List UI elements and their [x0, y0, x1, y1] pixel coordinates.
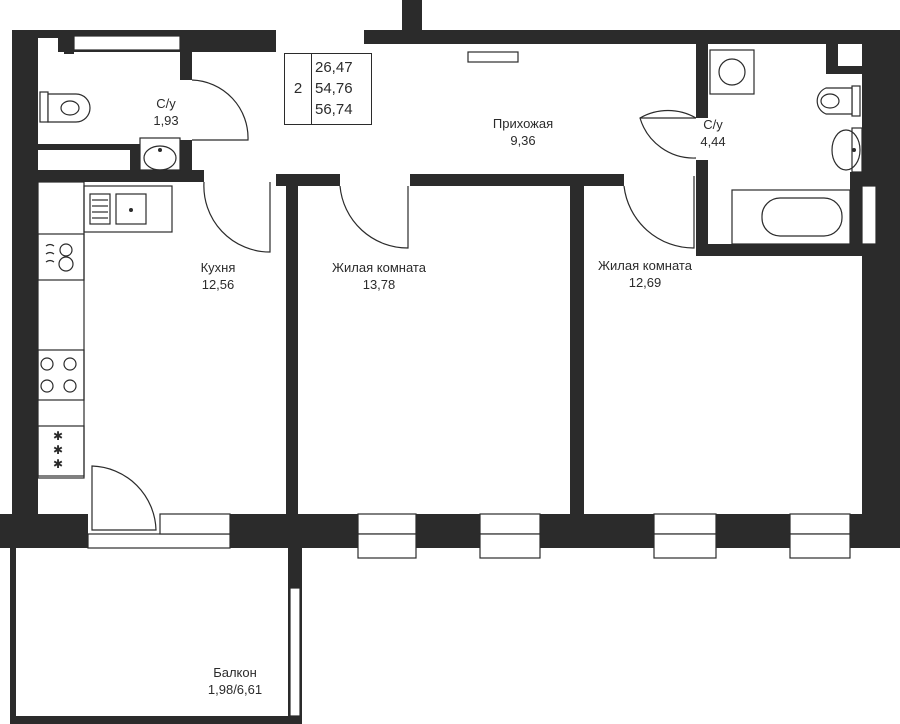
room-label-living-1: Жилая комната 13,78	[314, 259, 444, 293]
stove-icon	[37, 349, 85, 401]
room-name: Балкон	[213, 665, 257, 680]
svg-text:✱: ✱	[53, 429, 63, 443]
toilet-icon	[816, 85, 861, 117]
kitchen-counter	[37, 181, 85, 479]
room-name: С/у	[156, 96, 176, 111]
dishwasher-icon: ✱ ✱ ✱	[37, 425, 85, 477]
room-name: Прихожая	[492, 116, 554, 131]
bathtub-icon	[731, 185, 877, 245]
total-area: 54,76	[315, 80, 353, 97]
room-area: 9,36	[510, 133, 536, 148]
room-area: 4,44	[700, 134, 726, 149]
room-name: Кухня	[200, 260, 236, 275]
sink-icon	[831, 127, 863, 173]
room-label-kitchen: Кухня 12,56	[180, 259, 256, 293]
balcony-outline	[10, 548, 302, 724]
room-label-living-2: Жилая комната 12,69	[580, 257, 710, 291]
room-count: 2	[285, 54, 312, 124]
room-area: 1,93	[153, 113, 179, 128]
walls	[0, 0, 900, 548]
room-label-wc-small: С/у 1,93	[136, 95, 196, 129]
room-area: 12,69	[628, 275, 662, 290]
room-name: Жилая комната	[332, 260, 426, 275]
room-label-bathroom: С/у 4,44	[683, 116, 743, 150]
living-area: 26,47	[315, 59, 353, 76]
room-area: 1,98/6,61	[207, 682, 263, 697]
room-area: 13,78	[362, 277, 396, 292]
room-label-hall: Прихожая 9,36	[473, 115, 573, 149]
room-name: С/у	[703, 117, 723, 132]
washing-machine-icon	[709, 49, 755, 95]
room-area: 12,56	[201, 277, 235, 292]
total-area-with-balcony: 56,74	[315, 101, 353, 118]
apartment-summary: 2 26,47 54,76 56,74	[284, 53, 372, 125]
sink-icon	[139, 137, 181, 171]
toilet-icon	[39, 91, 91, 123]
windows	[73, 35, 851, 559]
room-name: Жилая комната	[598, 258, 692, 273]
fridge-icon	[37, 233, 85, 281]
doors	[91, 79, 697, 531]
svg-text:✱: ✱	[53, 457, 63, 471]
svg-text:✱: ✱	[53, 443, 63, 457]
area-list: 26,47 54,76 56,74	[315, 57, 353, 120]
room-label-balcony: Балкон 1,98/6,61	[180, 664, 290, 698]
kitchen-sink-icon	[83, 185, 173, 233]
